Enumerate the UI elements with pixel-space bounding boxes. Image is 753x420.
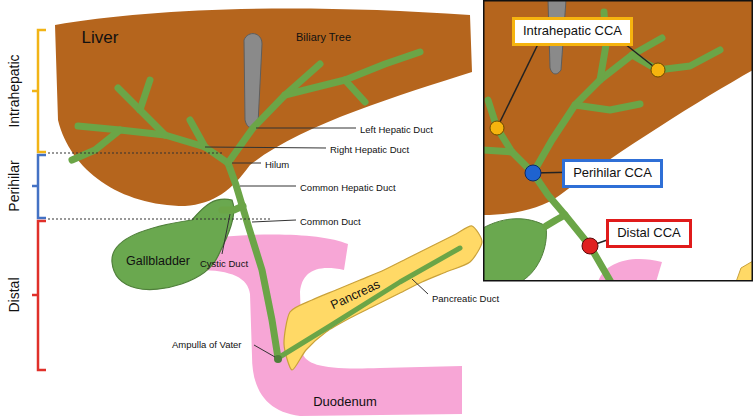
part-label: Hilum xyxy=(265,159,289,170)
liver-organ: Liver xyxy=(50,0,480,215)
organ-name: Pancreas xyxy=(328,277,382,312)
inset-pancreas xyxy=(736,261,753,281)
label-anchor: Left Hepatic Duct xyxy=(360,119,433,137)
part-label: Biliary Tree xyxy=(296,31,351,43)
intrahepatic-bracket xyxy=(32,30,46,152)
leader-line xyxy=(256,128,356,129)
distal-cca-box: Distal CCA xyxy=(606,219,692,248)
intrahepatic-cca-box: Intrahepatic CCA xyxy=(512,17,633,46)
label-anchor: Distal xyxy=(5,277,23,312)
label-anchor: Cystic Duct xyxy=(200,253,248,271)
part-label: Common Duct xyxy=(300,216,361,227)
label-anchor: Common Hepatic Duct xyxy=(300,177,396,195)
inset-duct xyxy=(546,215,565,226)
organ-shape xyxy=(55,8,472,206)
label-anchor: Ampulla of Vater xyxy=(172,334,242,352)
inset-duct xyxy=(483,150,512,152)
inset-duct xyxy=(488,100,533,173)
inset-duct xyxy=(533,38,662,173)
distal-bracket xyxy=(32,221,46,370)
part-label: Right Hepatic Duct xyxy=(330,144,409,155)
organ-name: Liver xyxy=(82,28,119,47)
label-anchor: Pancreatic Duct xyxy=(432,288,499,306)
perihilar-bracket xyxy=(32,155,46,218)
part-label: Cystic Duct xyxy=(200,258,248,269)
cystic-duct xyxy=(222,206,243,210)
text-anchor: Duodenum xyxy=(313,392,377,410)
inset-duct xyxy=(575,104,640,110)
label-anchor: Biliary Tree xyxy=(296,27,351,45)
label-anchor: Perihilar xyxy=(5,160,23,211)
tumor-dot xyxy=(490,121,504,135)
region-divider xyxy=(48,218,270,219)
organ-shape xyxy=(112,199,234,289)
part-label: Common Hepatic Duct xyxy=(300,182,396,193)
label-anchor: Intrahepatic xyxy=(5,54,23,127)
inset-biliary-tree xyxy=(483,12,720,281)
region-label: Intrahepatic xyxy=(6,54,22,127)
text-anchor: Liver xyxy=(82,28,119,48)
organ-outline xyxy=(105,190,240,300)
text-anchor: Pancreas xyxy=(327,275,383,314)
tumor-dot xyxy=(582,238,598,254)
part-label: Ampulla of Vater xyxy=(172,339,242,350)
organ-name: Duodenum xyxy=(313,394,377,409)
gallbladder-organ: Gallbladder xyxy=(105,190,240,300)
label-anchor: Common Duct xyxy=(300,211,361,229)
box-text: Distal CCA xyxy=(616,226,682,241)
inset-ground xyxy=(483,0,753,281)
region-label: Distal xyxy=(6,277,22,312)
box-text: Intrahepatic CCA xyxy=(522,24,623,39)
region-label: Perihilar xyxy=(6,160,22,211)
box-text: Perihilar CCA xyxy=(572,166,653,181)
part-label: Pancreatic Duct xyxy=(432,293,499,304)
tumor-dot xyxy=(525,165,541,181)
region-brackets xyxy=(32,30,46,370)
organ-shape xyxy=(198,234,462,416)
text-anchor: Gallbladder xyxy=(126,251,190,269)
organ-outline xyxy=(190,225,470,420)
inset-gallbladder xyxy=(483,219,546,281)
label-anchor: Right Hepatic Duct xyxy=(330,139,409,157)
part-label: Left Hepatic Duct xyxy=(360,124,433,135)
label-anchor: Hilum xyxy=(265,154,289,172)
inset-frame xyxy=(484,1,753,281)
leader-line xyxy=(497,40,540,128)
tumor-dot xyxy=(651,63,665,77)
inset-leaders xyxy=(497,40,658,246)
inset-liver xyxy=(483,0,753,215)
organ-name: Gallbladder xyxy=(126,254,190,268)
inset-duct xyxy=(533,173,612,281)
ampulla-dot xyxy=(274,355,282,363)
leader-line xyxy=(232,163,261,164)
leader-line xyxy=(240,186,296,187)
duodenum-organ: Duodenum xyxy=(190,225,470,420)
perihilar-cca-box: Perihilar CCA xyxy=(562,159,663,188)
inset-illustration xyxy=(483,0,753,281)
leader-line xyxy=(252,220,296,222)
